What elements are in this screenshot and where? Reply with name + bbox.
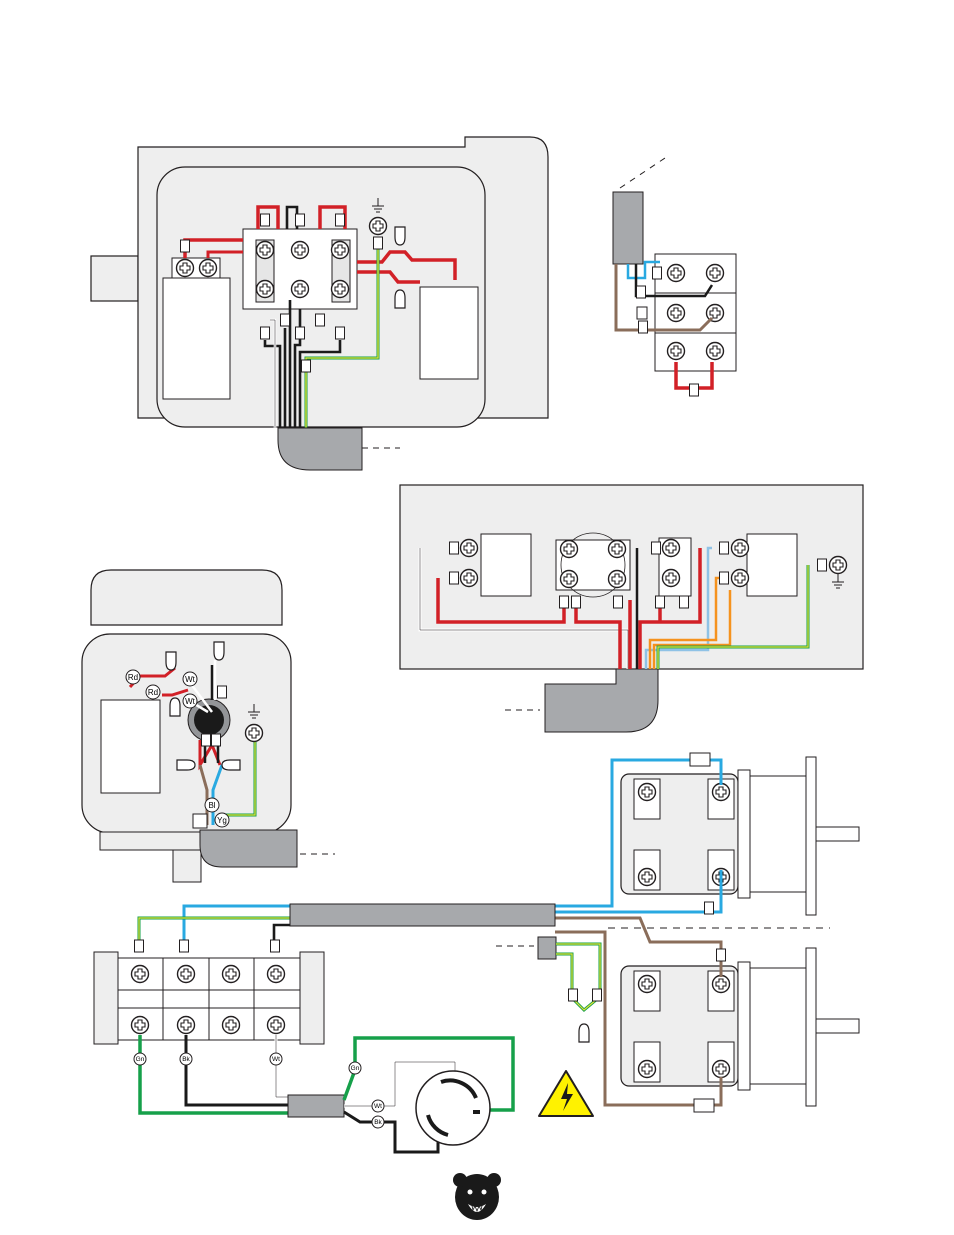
wire-label-rd-2: Rd: [148, 688, 158, 697]
switch-box: [400, 485, 863, 732]
wire-label-rd-1: Rd: [128, 673, 138, 682]
wire-label-yg: Yg: [217, 816, 227, 825]
plug-label-gn: Gn: [351, 1065, 360, 1072]
ground-branch: [496, 937, 602, 1042]
terminal-screw-icon: [177, 260, 194, 277]
plug-label-wt: Wt: [374, 1103, 382, 1110]
warning-high-voltage-icon: [539, 1071, 593, 1116]
capacitor-box-left: [163, 278, 230, 399]
plug-label-bk: Bk: [374, 1119, 382, 1126]
wire-label-wt-2: Wt: [185, 697, 196, 706]
bear-logo-icon: [453, 1173, 501, 1220]
strip-label-gn: Gn: [136, 1056, 145, 1063]
capacitor-box-right: [420, 287, 478, 379]
main-cable-sheath: [290, 904, 555, 926]
wire-label-wt-1: Wt: [185, 675, 196, 684]
motor-shaft-housing: [91, 256, 138, 301]
motor-junction-box: [91, 137, 548, 470]
terminal-screw-icon: [200, 260, 217, 277]
locking-plug: Gn Wt Bk: [344, 1038, 513, 1152]
strip-label-bk: Bk: [182, 1056, 190, 1063]
capacitor-box-2: [101, 700, 160, 793]
terminal-strip: Gn Bk Wt: [94, 952, 344, 1117]
ground-screw: [370, 218, 387, 235]
conduit-cable: [278, 428, 362, 470]
strip-label-wt: Wt: [272, 1056, 280, 1063]
cable-sheath: [613, 192, 643, 264]
motor-2: [621, 948, 859, 1106]
wire-label-bl: Bl: [208, 801, 215, 810]
switch-conduit: [545, 669, 658, 732]
switch-terminal-block: [613, 158, 736, 396]
motor-junction-box-2: Rd Rd Wt Wt Bl Yg: [82, 570, 335, 882]
motor-1: [621, 757, 859, 915]
